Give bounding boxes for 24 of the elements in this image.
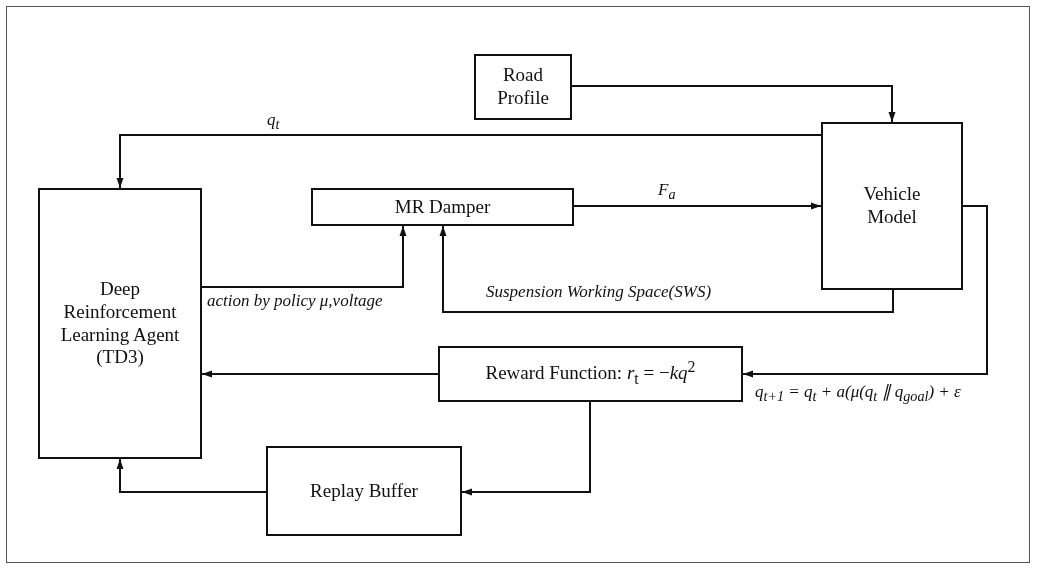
box-label: Deep Reinforcement Learning Agent (TD3) <box>59 277 181 370</box>
box-label: Vehicle Model <box>862 183 922 229</box>
arrow <box>573 202 822 210</box>
arrow <box>461 401 591 496</box>
box-label: MR Damper <box>394 195 491 219</box>
arrow <box>742 205 988 378</box>
edge-label: Suspension Working Space(SWS) <box>484 282 714 302</box>
arrow <box>439 225 894 313</box>
box-label: Road Profile <box>496 64 550 110</box>
process-box <box>821 122 963 290</box>
box-label: Reward Function: r$_{t}$ = −kq$^{2}$ <box>485 358 696 390</box>
edge-label: q$_{t+1}$ = q$_{t}$ + a(μ(q$_{t}$ ∥ q$_{goal}$) + ε <box>753 382 963 405</box>
arrow <box>571 85 896 123</box>
arrow <box>201 225 407 288</box>
arrow <box>116 134 822 189</box>
arrow <box>201 370 439 378</box>
process-box <box>38 188 202 459</box>
process-box <box>311 188 574 226</box>
process-box <box>438 346 743 402</box>
edge-label: action by policy μ,voltage <box>205 291 385 311</box>
box-label: Replay Buffer <box>310 479 418 503</box>
arrow <box>116 458 267 493</box>
process-box <box>474 54 572 120</box>
process-box <box>266 446 462 536</box>
